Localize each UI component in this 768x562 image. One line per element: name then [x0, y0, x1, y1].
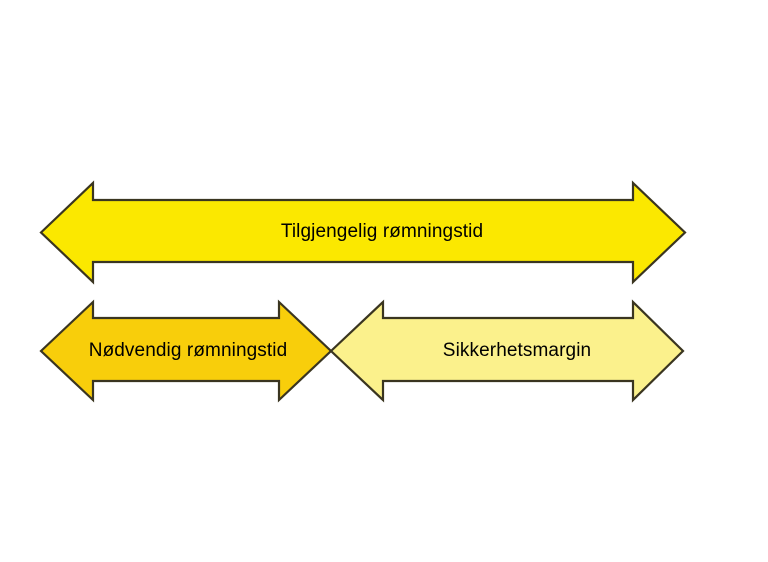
arrow-required-egress-time[interactable] [39, 299, 333, 403]
arrow-safety-margin[interactable] [329, 299, 685, 403]
arrow-available-egress-time[interactable] [39, 180, 687, 285]
